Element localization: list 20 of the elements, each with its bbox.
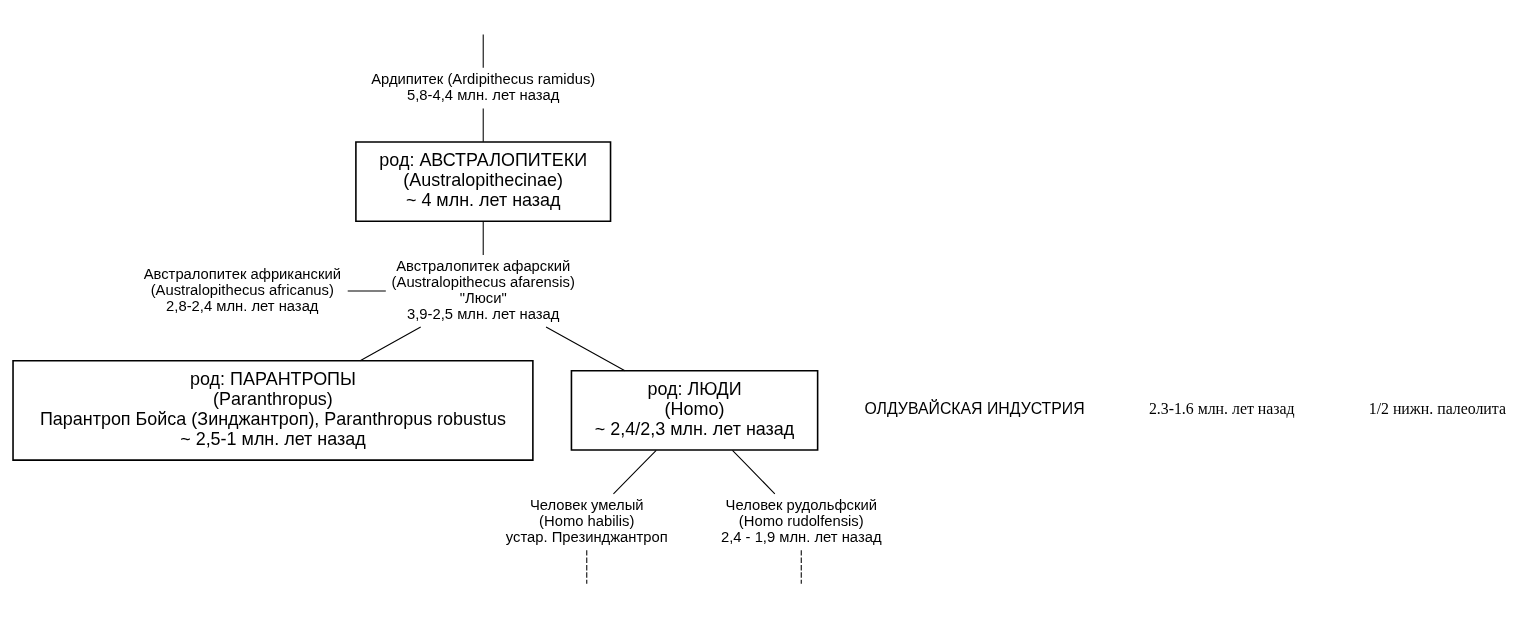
- connector: [586, 549, 588, 584]
- connector: [612, 449, 657, 494]
- label: 1/2 нижн. палеолита: [1368, 399, 1506, 417]
- node-text: Австралопитек африканский (Australopithecus africanus) 2,8-2,4 млн. лет назад: [143, 265, 341, 314]
- connector: [800, 549, 802, 584]
- node-text: Человек умелый (Homo habilis) устар. Презинджантроп: [505, 496, 668, 545]
- label: ОЛДУВАЙСКАЯ ИНДУСТРИЯ: [864, 399, 1085, 417]
- node-text: Австралопитек афарский (Australopithecus afarensis) "Люси" 3,9-2,5 млн. лет назад: [391, 257, 575, 322]
- node-box: род: ЛЮДИ (Homo) ~ 2,4/2,3 млн. лет назад: [570, 369, 819, 451]
- connector: [731, 449, 776, 494]
- node-text: Человек рудольфский (Homo rudolfensis) 2,4 - 1,9 млн. лет назад: [720, 496, 882, 545]
- node-box: род: ПАРАНТРОПЫ (Paranthropus) Парантроп Бойса (Зинджантроп), Paranthropus robustus ~ 2,5-1 млн. лет назад: [12, 359, 534, 461]
- connector: [482, 220, 484, 255]
- connector: [545, 325, 626, 371]
- connector: [359, 325, 422, 361]
- label: 2.3-1.6 млн. лет назад: [1148, 399, 1295, 417]
- connector: [482, 33, 484, 68]
- connector: [482, 107, 484, 142]
- node-box: род: АВСТРАЛОПИТЕКИ (Australopithecinae) ~ 4 млн. лет назад: [355, 140, 612, 222]
- node-text: Ардипитек (Ardipithecus ramidus) 5,8-4,4 млн. лет назад: [371, 70, 596, 103]
